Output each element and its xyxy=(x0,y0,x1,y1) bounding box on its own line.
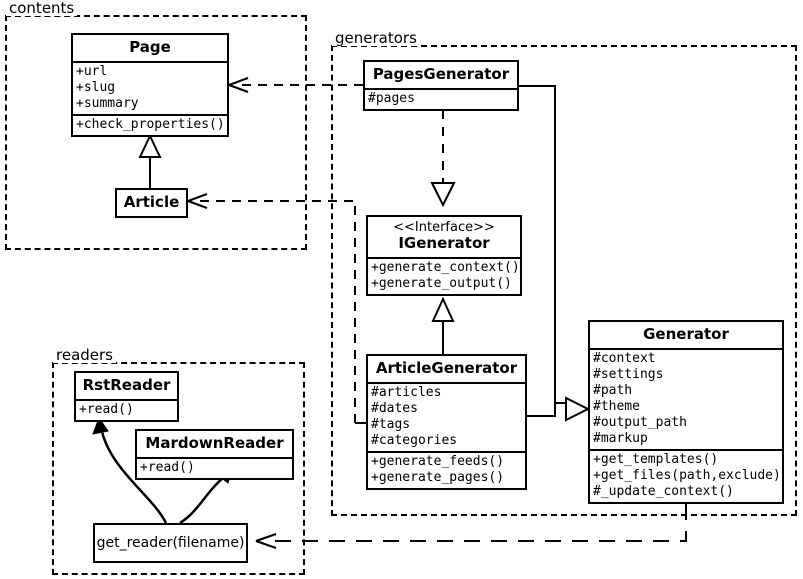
attribute: #articles xyxy=(371,385,442,400)
attribute: #context xyxy=(593,351,656,366)
class-igenerator-methods: +generate_context() +generate_output() xyxy=(368,257,520,294)
function-get-reader[interactable]: get_reader(filename) xyxy=(93,523,248,563)
class-page-methods: +check_properties() xyxy=(73,114,227,135)
attribute: #dates xyxy=(371,401,418,416)
method: #_update_context() xyxy=(593,484,734,499)
class-article-generator-title: ArticleGenerator xyxy=(375,359,518,377)
class-page-title: Page xyxy=(129,38,171,56)
package-generators-label: generators xyxy=(332,30,420,46)
class-article-generator[interactable]: ArticleGenerator #articles #dates #tags … xyxy=(366,354,527,490)
method: +check_properties() xyxy=(76,117,225,132)
attribute: #tags xyxy=(371,417,411,432)
package-readers-label: readers xyxy=(53,347,116,363)
class-mardown-reader-title: MardownReader xyxy=(145,434,284,452)
class-article-generator-methods: +generate_feeds() +generate_pages() xyxy=(368,451,525,488)
class-pages-generator-title: PagesGenerator xyxy=(372,65,510,83)
class-article-title: Article xyxy=(123,193,180,211)
method: +generate_output() xyxy=(371,276,512,291)
class-mardown-reader-methods: +read() xyxy=(137,457,292,478)
attribute: +url xyxy=(76,64,108,79)
class-mardown-reader[interactable]: MardownReader +read() xyxy=(135,429,294,480)
attribute: #pages xyxy=(368,91,415,106)
method: +read() xyxy=(140,460,195,475)
class-generator[interactable]: Generator #context #settings #path #them… xyxy=(588,320,784,504)
method: +read() xyxy=(79,402,134,417)
package-contents xyxy=(5,15,307,250)
method: +generate_context() xyxy=(371,260,520,275)
class-generator-title: Generator xyxy=(643,325,729,343)
class-igenerator-title: IGenerator xyxy=(398,234,490,252)
class-article-generator-attributes: #articles #dates #tags #categories xyxy=(368,382,525,451)
attribute: #path xyxy=(593,383,633,398)
package-contents-label: contents xyxy=(6,0,78,16)
attribute: +slug xyxy=(76,80,116,95)
package-readers xyxy=(52,362,305,575)
method: +get_files(path,exclude) xyxy=(593,468,781,483)
class-igenerator[interactable]: <<Interface>> IGenerator +generate_conte… xyxy=(366,215,522,296)
class-igenerator-stereotype: <<Interface>> xyxy=(393,220,495,235)
attribute: #theme xyxy=(593,399,640,414)
class-article[interactable]: Article xyxy=(115,188,188,218)
class-rst-reader[interactable]: RstReader +read() xyxy=(74,371,179,422)
class-generator-attributes: #context #settings #path #theme #output_… xyxy=(590,348,782,449)
class-page-attributes: +url +slug +summary xyxy=(73,61,227,114)
attribute: +summary xyxy=(76,96,139,111)
method: +generate_feeds() xyxy=(371,454,505,469)
function-get-reader-label: get_reader(filename) xyxy=(96,535,245,551)
attribute: #settings xyxy=(593,367,664,382)
class-rst-reader-title: RstReader xyxy=(82,376,171,394)
method: +generate_pages() xyxy=(371,470,505,485)
attribute: #markup xyxy=(593,431,648,446)
class-pages-generator[interactable]: PagesGenerator #pages xyxy=(363,60,519,111)
class-rst-reader-methods: +read() xyxy=(76,399,177,420)
class-generator-methods: +get_templates() +get_files(path,exclude… xyxy=(590,449,782,502)
attribute: #output_path xyxy=(593,415,687,430)
attribute: #categories xyxy=(371,433,458,448)
method: +get_templates() xyxy=(593,452,719,467)
class-pages-generator-attributes: #pages xyxy=(365,88,517,109)
class-page[interactable]: Page +url +slug +summary +check_properti… xyxy=(71,33,229,137)
